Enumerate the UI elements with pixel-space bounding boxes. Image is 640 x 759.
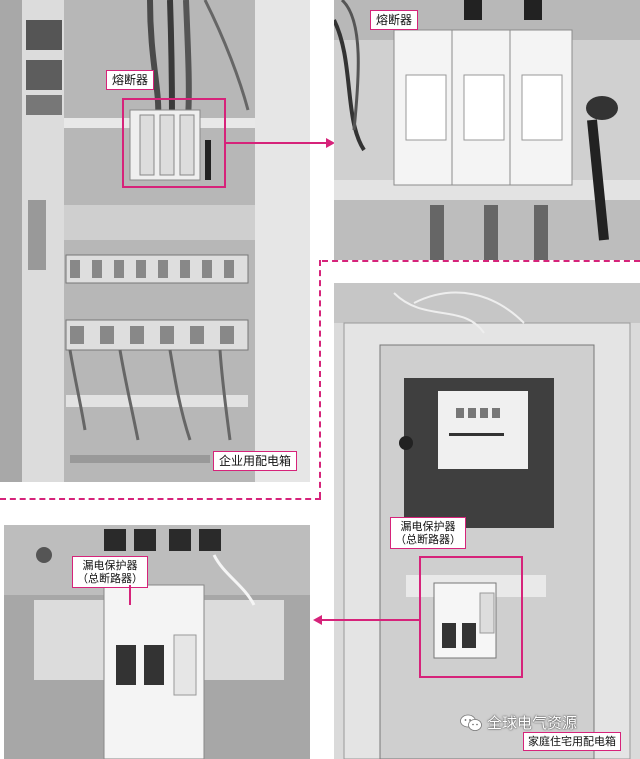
enterprise-box-label: 企业用配电箱 bbox=[213, 451, 298, 471]
leakage-protector-label-left-line1: 漏电保护器 bbox=[82, 559, 138, 572]
watermark-text: 全球电气资源 bbox=[487, 714, 578, 732]
leakage-protector-label-right: 漏电保护器 （总断路器） bbox=[390, 517, 466, 549]
fuse-highlight-box bbox=[122, 98, 226, 188]
protector-connector-line bbox=[322, 619, 419, 621]
enterprise-box-photo bbox=[0, 0, 310, 482]
divider-vertical bbox=[319, 260, 321, 498]
divider-middle bbox=[0, 498, 321, 500]
divider-top bbox=[322, 260, 640, 262]
fuse-label-top-right: 熔断器 bbox=[370, 10, 419, 30]
fuse-label-left: 熔断器 bbox=[106, 70, 155, 90]
fuse-closeup-photo bbox=[334, 0, 640, 260]
leakage-protector-label-left: 漏电保护器 （总断路器） bbox=[72, 556, 148, 588]
leakage-protector-label-right-line2: （总断路器） bbox=[395, 533, 461, 546]
leakage-protector-label-left-line2: （总断路器） bbox=[77, 572, 143, 585]
protector-pointer-line bbox=[129, 585, 131, 605]
leakage-protector-label-right-line1: 漏电保护器 bbox=[400, 520, 456, 533]
watermark: 全球电气资源 bbox=[460, 712, 577, 733]
fuse-connector-line bbox=[226, 142, 328, 144]
household-box-photo bbox=[334, 283, 640, 759]
leakage-protector-highlight-right bbox=[419, 556, 523, 678]
leakage-protector-closeup-photo bbox=[4, 525, 310, 759]
fuse-arrow bbox=[326, 138, 335, 148]
household-box-label: 家庭住宅用配电箱 bbox=[523, 732, 621, 751]
protector-arrow bbox=[313, 615, 322, 625]
wechat-icon bbox=[460, 714, 482, 731]
